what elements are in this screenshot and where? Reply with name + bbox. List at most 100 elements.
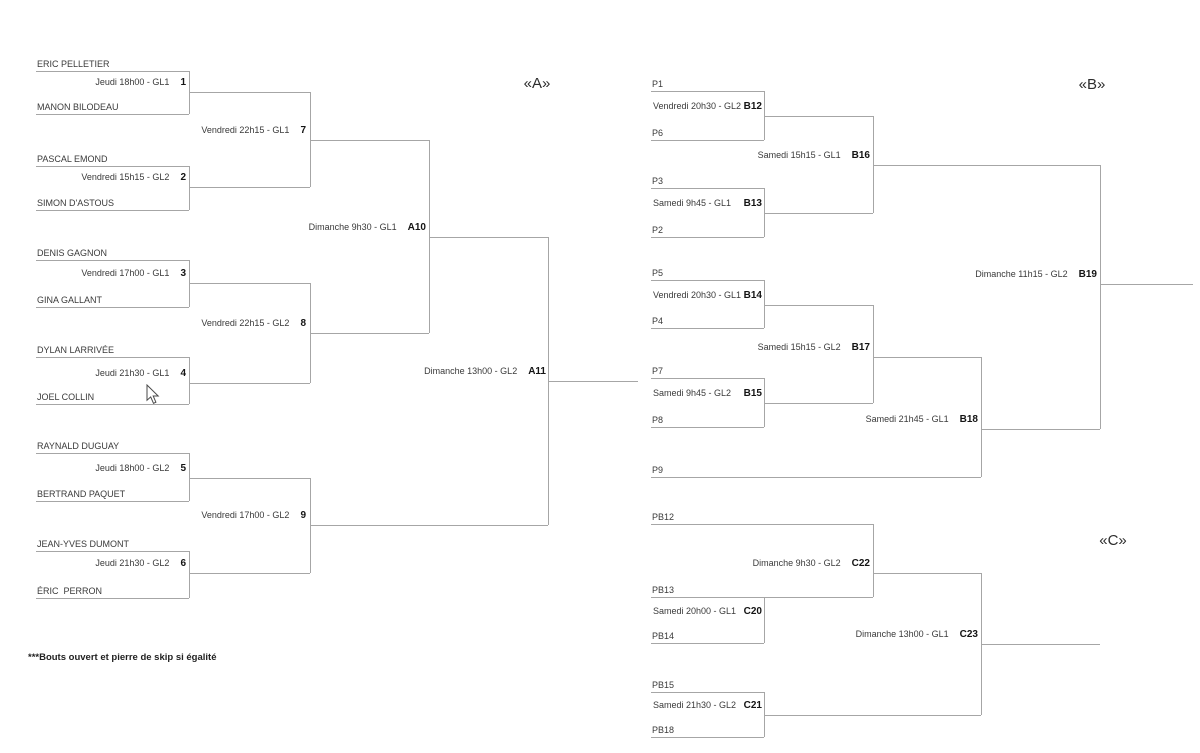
- match-number: B12: [743, 101, 762, 112]
- connector-line: [764, 116, 873, 117]
- entrant-label: ÉRIC PERRON: [37, 586, 103, 596]
- bracket-title-b: «B»: [1078, 76, 1106, 93]
- match-schedule: Jeudi 18h00 - GL1: [95, 77, 170, 87]
- connector-line: [651, 643, 764, 644]
- connector-line: [189, 357, 190, 404]
- match-number: 6: [180, 558, 186, 569]
- mouse-cursor-icon: [146, 384, 160, 404]
- connector-line: [189, 453, 190, 501]
- connector-line: [651, 692, 764, 693]
- connector-line: [36, 501, 189, 502]
- connector-line: [651, 237, 764, 238]
- entrant-label: GINA GALLANT: [37, 295, 103, 305]
- connector-line: [429, 140, 430, 333]
- entrant-label: P9: [652, 465, 664, 475]
- match-number: B13: [743, 198, 762, 209]
- connector-line: [36, 260, 189, 261]
- connector-line: [429, 237, 548, 238]
- connector-line: [873, 305, 874, 403]
- match-schedule: Dimanche 9h30 - GL2: [752, 558, 841, 568]
- connector-line: [36, 404, 189, 405]
- connector-line: [873, 524, 874, 597]
- match-number: C22: [851, 558, 870, 569]
- entrant-label: SIMON D'ASTOUS: [37, 198, 115, 208]
- match-number: A10: [407, 222, 426, 233]
- connector-line: [651, 427, 764, 428]
- connector-line: [651, 140, 764, 141]
- entrant-label: JOEL COLLIN: [37, 392, 95, 402]
- entrant-label: P1: [652, 79, 664, 89]
- connector-line: [189, 166, 190, 210]
- match-schedule: Vendredi 20h30 - GL1: [653, 290, 742, 300]
- match-schedule: Vendredi 17h00 - GL1: [81, 268, 170, 278]
- match-schedule: Vendredi 22h15 - GL1: [201, 125, 290, 135]
- connector-line: [764, 597, 765, 643]
- connector-line: [189, 187, 310, 188]
- connector-line: [36, 307, 189, 308]
- connector-line: [873, 165, 1100, 166]
- connector-line: [189, 478, 310, 479]
- entrant-label: PASCAL EMOND: [37, 154, 108, 164]
- match-number: 2: [180, 172, 186, 183]
- connector-line: [651, 91, 764, 92]
- connector-line: [651, 280, 764, 281]
- connector-line: [764, 91, 765, 140]
- connector-line: [764, 188, 765, 237]
- connector-line: [651, 188, 764, 189]
- connector-line: [764, 403, 873, 404]
- match-info: Vendredi 15h15 - GL2 2: [36, 171, 186, 184]
- entrant-label: P6: [652, 128, 664, 138]
- match-schedule: Samedi 21h45 - GL1: [865, 414, 949, 424]
- match-schedule: Vendredi 15h15 - GL2: [81, 172, 170, 182]
- entrant-label: JEAN-YVES DUMONT: [37, 539, 130, 549]
- match-schedule: Samedi 20h00 - GL1: [653, 606, 737, 616]
- connector-line: [764, 378, 765, 427]
- connector-line: [310, 525, 548, 526]
- match-schedule: Vendredi 22h15 - GL2: [201, 318, 290, 328]
- match-schedule: Vendredi 20h30 - GL2: [653, 101, 742, 111]
- connector-line: [981, 429, 1100, 430]
- entrant-label: P8: [652, 415, 664, 425]
- connector-line: [36, 598, 189, 599]
- match-schedule: Dimanche 9h30 - GL1: [308, 222, 397, 232]
- connector-line: [651, 597, 873, 598]
- match-number: B17: [851, 342, 870, 353]
- connector-line: [1100, 284, 1193, 285]
- connector-line: [873, 116, 874, 213]
- connector-line: [310, 92, 311, 187]
- match-number: 9: [300, 510, 306, 521]
- entrant-label: MANON BILODEAU: [37, 102, 119, 112]
- connector-line: [651, 328, 764, 329]
- connector-line: [189, 573, 310, 574]
- connector-line: [981, 644, 1100, 645]
- match-number: B14: [743, 290, 762, 301]
- connector-line: [189, 92, 310, 93]
- connector-line: [310, 333, 429, 334]
- connector-line: [764, 213, 873, 214]
- footer-note: ***Bouts ouvert et pierre de skip si éga…: [28, 652, 217, 663]
- match-number: B15: [743, 388, 762, 399]
- match-number: 5: [180, 463, 186, 474]
- match-schedule: Samedi 21h30 - GL2: [653, 700, 737, 710]
- entrant-label: BERTRAND PAQUET: [37, 489, 126, 499]
- entrant-label: P4: [652, 316, 664, 326]
- match-number: B16: [851, 150, 870, 161]
- match-number: A11: [528, 366, 546, 377]
- connector-line: [36, 551, 189, 552]
- match-schedule: Dimanche 13h00 - GL2: [424, 366, 518, 376]
- connector-line: [36, 166, 189, 167]
- connector-line: [189, 383, 310, 384]
- entrant-label: DYLAN LARRIVÉE: [37, 345, 115, 355]
